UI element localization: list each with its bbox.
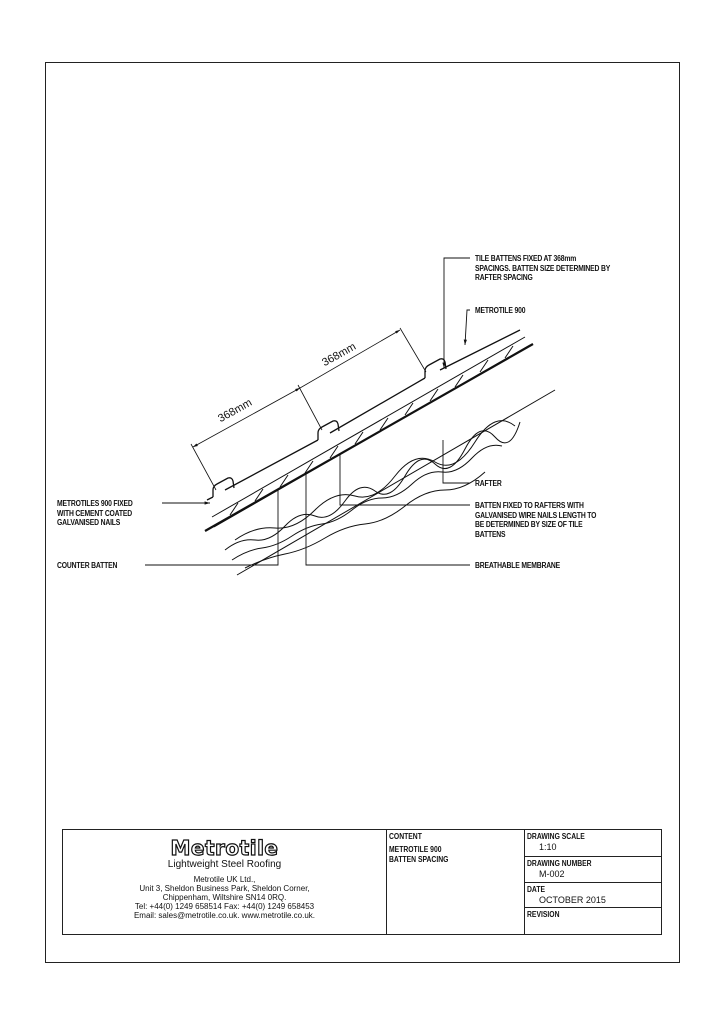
scale-label: DRAWING SCALE: [527, 832, 585, 841]
tagline: Lightweight Steel Roofing: [167, 859, 282, 870]
revision-cell: REVISION: [524, 908, 661, 934]
company-logo: Metrotile: [170, 835, 279, 860]
dimension-lines: [190, 327, 427, 491]
revision-label: REVISION: [527, 910, 560, 919]
company-info: Metrotile Lightweight Steel Roofing Metr…: [63, 830, 387, 934]
label-line: BATTEN FIXED TO RAFTERS WITH: [475, 501, 584, 510]
address-line: Chippenham, Wiltshire SN14 0RQ.: [162, 893, 287, 902]
tile-profile: [206, 329, 521, 501]
address-line: Tel: +44(0) 1249 658514 Fax: +44(0) 1249…: [134, 902, 315, 911]
label-line: GALVANISED WIRE NAILS LENGTH TO: [475, 510, 597, 520]
label-line: RAFTER SPACING: [475, 273, 533, 282]
address-line: Metrotile UK Ltd.,: [193, 875, 256, 884]
label-line: BE DETERMINED BY SIZE OF TILE: [475, 520, 583, 529]
content-line: METROTILE 900: [389, 845, 442, 854]
label-line: WITH CEMENT COATED: [57, 508, 133, 518]
scale-cell: DRAWING SCALE 1:10: [524, 830, 661, 857]
label-metrotile: METROTILE 900: [475, 306, 526, 315]
membrane-line: [204, 343, 534, 532]
content-label: CONTENT: [389, 832, 422, 841]
drawing-frame: [45, 62, 680, 963]
label-batten-fixed: BATTEN FIXED TO RAFTERS WITH GALVANISED …: [475, 501, 596, 539]
label-rafter: RAFTER: [475, 479, 502, 488]
address-line: Unit 3, Sheldon Business Park, Sheldon C…: [139, 884, 310, 893]
label-tile-battens: TILE BATTENS FIXED AT 368mm SPACINGS. BA…: [475, 254, 610, 283]
label-metrotiles-fixed: METROTILES 900 FIXED WITH CEMENT COATED …: [57, 499, 133, 528]
date-label: DATE: [527, 885, 546, 894]
number-label: DRAWING NUMBER: [527, 859, 592, 868]
label-line: BATTENS: [475, 529, 506, 539]
number-cell: DRAWING NUMBER M-002: [524, 857, 661, 883]
address: Metrotile UK Ltd., Unit 3, Sheldon Busin…: [63, 875, 386, 920]
date-value: OCTOBER 2015: [539, 895, 606, 905]
number-value: M-002: [539, 869, 565, 879]
label-line: GALVANISED NAILS: [57, 518, 121, 527]
label-line: TILE BATTENS FIXED AT 368mm: [475, 254, 577, 263]
content-cell: CONTENT METROTILE 900 BATTEN SPACING: [386, 830, 525, 934]
label-line: SPACINGS. BATTEN SIZE DETERMINED BY: [475, 263, 611, 273]
label-breathable-membrane: BREATHABLE MEMBRANE: [475, 561, 561, 570]
date-cell: DATE OCTOBER 2015: [524, 883, 661, 908]
title-block: Metrotile Lightweight Steel Roofing Metr…: [62, 829, 662, 935]
label-counter-batten: COUNTER BATTEN: [57, 561, 118, 570]
leader-lines: [145, 257, 470, 566]
scale-value: 1:10: [539, 842, 557, 852]
label-line: METROTILES 900 FIXED: [57, 499, 133, 508]
drawing-info: DRAWING SCALE 1:10 DRAWING NUMBER M-002 …: [524, 830, 661, 934]
address-line: Email: sales@metrotile.co.uk. www.metrot…: [133, 911, 316, 920]
rafter: [224, 389, 556, 576]
content-line: BATTEN SPACING: [389, 855, 449, 864]
